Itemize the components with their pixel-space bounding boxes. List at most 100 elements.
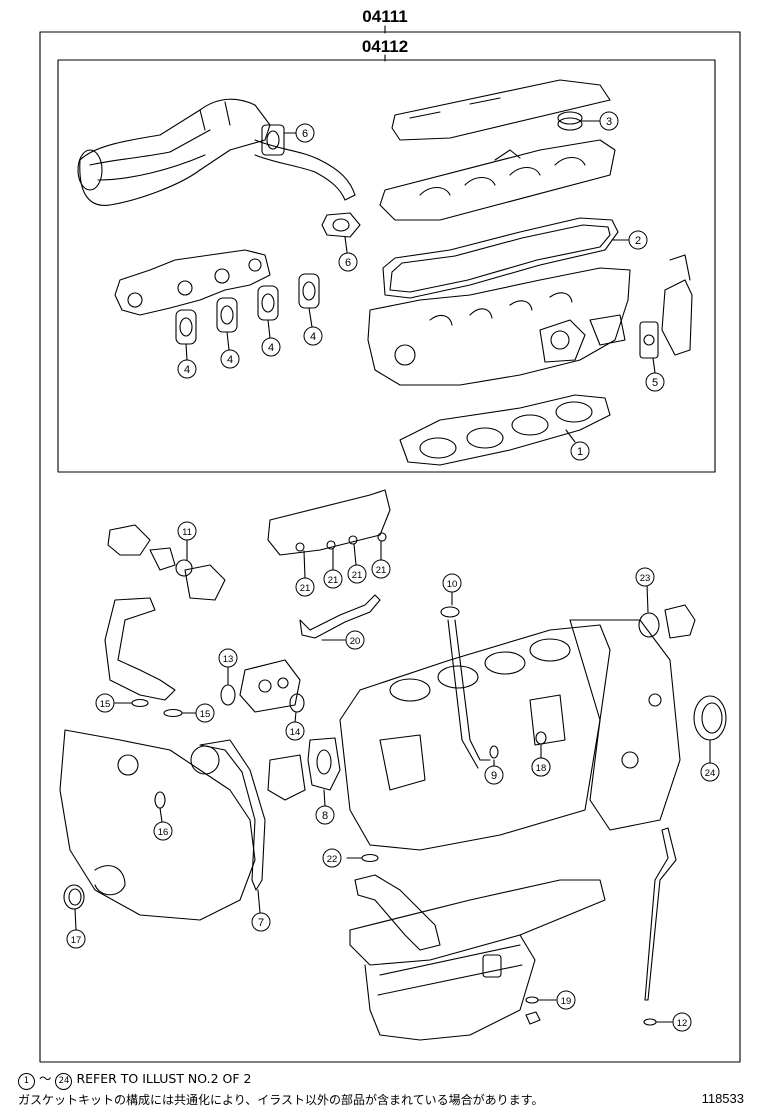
svg-text:4: 4: [310, 331, 316, 343]
callout-21b: 21: [323, 569, 343, 589]
cylinder-block: [339, 624, 611, 851]
svg-text:15: 15: [100, 699, 111, 710]
o-ring-15a: [131, 698, 149, 708]
svg-text:16: 16: [158, 827, 169, 838]
callout-23: 23: [635, 567, 655, 587]
relief-valve-o-ring: [289, 693, 305, 713]
svg-text:12: 12: [677, 1018, 688, 1029]
callout-21c: 21: [347, 564, 367, 584]
drain-plug: [525, 1011, 541, 1025]
svg-text:5: 5: [652, 377, 658, 389]
callout-22: 22: [322, 848, 342, 868]
svg-text:23: 23: [640, 573, 651, 584]
svg-text:4: 4: [268, 342, 274, 354]
callout-21d: 21: [371, 559, 391, 579]
union-gasket: [489, 745, 499, 759]
water-pump: [267, 754, 306, 801]
drain-plug-gasket: [525, 996, 539, 1004]
callout-7: 7: [251, 912, 271, 932]
head-cover-gasket: [382, 217, 619, 299]
svg-text:13: 13: [223, 654, 234, 665]
water-outlet: [661, 254, 693, 356]
refer-text: REFER TO ILLUST NO.2 OF 2: [76, 1071, 252, 1086]
callout-9: 9: [484, 765, 504, 785]
svg-text:21: 21: [300, 583, 311, 594]
front-oil-seal: [63, 884, 85, 910]
water-pump-pipe: [104, 597, 176, 701]
callout-15a: 15: [95, 693, 115, 713]
range-separator: ～: [38, 1071, 52, 1086]
svg-text:19: 19: [561, 996, 572, 1007]
oil-pan: [349, 879, 606, 1041]
callout-5: 5: [645, 372, 665, 392]
callout-19: 19: [556, 990, 576, 1010]
kit-code-outer: 04111: [362, 7, 407, 26]
water-outlet-gasket: [639, 321, 659, 359]
range-start-callout: 1: [18, 1073, 35, 1090]
illustration-number: 118533: [701, 1091, 744, 1106]
callout-10: 10: [442, 573, 462, 593]
svg-text:3: 3: [606, 116, 612, 128]
cylinder-head: [367, 267, 631, 386]
callout-20: 20: [345, 630, 365, 650]
inner-kit-frame: [57, 59, 716, 473]
exhaust-gasket-3: [257, 285, 279, 321]
svg-text:9: 9: [491, 770, 497, 782]
callout-4c: 4: [261, 337, 281, 357]
callout-8: 8: [315, 805, 335, 825]
svg-text:6: 6: [302, 128, 308, 140]
strainer-gasket: [361, 853, 379, 863]
refer-note: 1 ～ 24 REFER TO ILLUST NO.2 OF 2: [18, 1068, 251, 1090]
callout-6b: 6: [338, 252, 358, 272]
callout-4b: 4: [220, 349, 240, 369]
oil-level-gauge: [643, 827, 677, 1026]
range-end-callout: 24: [55, 1073, 73, 1090]
svg-text:20: 20: [350, 636, 361, 647]
svg-text:10: 10: [447, 579, 458, 590]
exhaust-gasket-1: [175, 309, 197, 345]
cylinder-head-cover: [379, 139, 616, 221]
callout-6a: 6: [295, 123, 315, 143]
svg-text:2: 2: [635, 235, 641, 247]
callout-4d: 4: [303, 326, 323, 346]
plug-cap: [664, 604, 696, 639]
svg-text:4: 4: [227, 354, 233, 366]
svg-text:6: 6: [345, 257, 351, 269]
timing-case-gasket: [199, 739, 266, 891]
drain-cock-gasket: [535, 731, 547, 745]
exhaust-gasket-4: [298, 273, 320, 309]
svg-text:11: 11: [182, 527, 192, 538]
callout-15b: 15: [195, 703, 215, 723]
callout-3: 3: [599, 111, 619, 131]
oil-strainer: [354, 874, 441, 951]
callout-12: 12: [672, 1012, 692, 1032]
callout-11: 11: [177, 521, 197, 541]
callout-14: 14: [285, 721, 305, 741]
cylinder-head-cover-top: [391, 79, 611, 141]
oil-pump-o-ring: [220, 684, 236, 706]
intake-manifold: [77, 98, 356, 206]
exhaust-manifold: [114, 249, 271, 316]
svg-text:17: 17: [71, 935, 82, 946]
oil-pump-body: [239, 659, 301, 713]
svg-text:8: 8: [322, 810, 328, 822]
cylinder-head-gasket: [399, 394, 611, 466]
svg-text:21: 21: [376, 565, 387, 576]
callout-2: 2: [628, 230, 648, 250]
flywheel-housing: [569, 619, 681, 831]
svg-text:18: 18: [536, 763, 547, 774]
oil-pipe: [299, 594, 381, 639]
oil-level-gauge-guide: [440, 606, 491, 769]
svg-text:15: 15: [200, 709, 211, 720]
callout-13: 13: [218, 648, 238, 668]
callout-1: 1: [570, 441, 590, 461]
callout-18-label: 18: [531, 757, 551, 777]
water-pump-gasket: [307, 737, 341, 791]
kit-code-inner: 04112: [362, 37, 408, 56]
intake-gasket-upper: [261, 124, 285, 156]
oil-filler-cap: [557, 111, 583, 131]
callout-21a: 21: [295, 577, 315, 597]
callout-4a: 4: [177, 359, 197, 379]
callout-17: 17: [66, 929, 86, 949]
